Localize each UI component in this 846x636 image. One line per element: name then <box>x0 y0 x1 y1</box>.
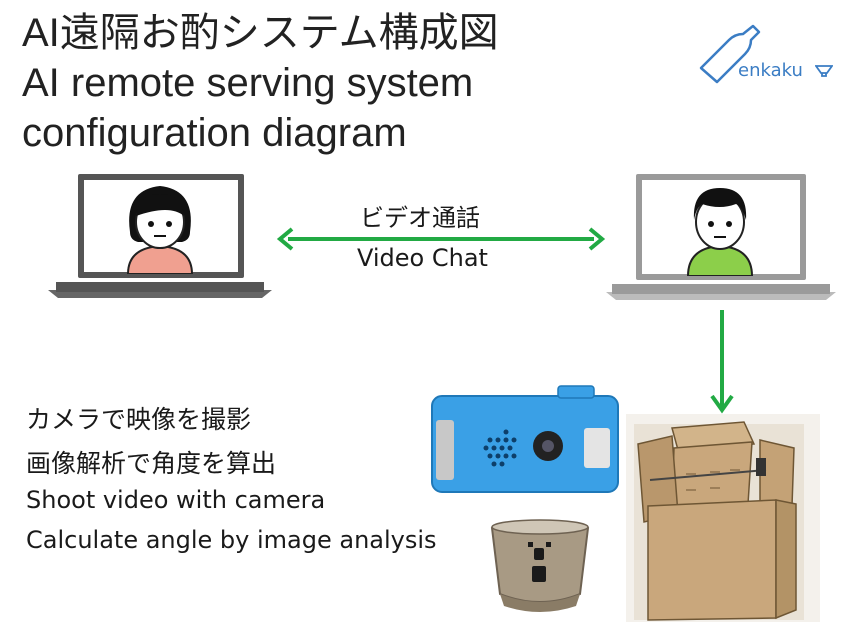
caption-en-line2: Calculate angle by image analysis <box>26 526 437 554</box>
title-english-line2: configuration diagram <box>22 111 407 155</box>
video-chat-label-ja: ビデオ通話 <box>360 204 480 232</box>
title-japanese-text: 遠隔お酌システム構成図 <box>59 10 499 56</box>
caption-ja-line2: 画像解析で角度を算出 <box>26 449 277 478</box>
pouring-device-icon <box>626 414 820 622</box>
sake-cup-icon <box>482 514 598 618</box>
caption-en-line1: Shoot video with camera <box>26 486 326 514</box>
video-chat-arrow <box>276 227 606 251</box>
logo-cup-icon <box>815 65 833 77</box>
m5-camera-icon <box>428 380 624 494</box>
man-avatar-icon <box>686 188 754 276</box>
video-chat-label-en: Video Chat <box>357 244 488 272</box>
caption-ja-line1: カメラで映像を撮影 <box>26 405 252 434</box>
title-ai: AI <box>22 11 60 55</box>
title-japanese: AI遠隔お酌システム構成図 <box>22 8 499 58</box>
sake-bottle-icon <box>699 24 761 84</box>
down-arrow <box>710 310 734 414</box>
page-title: AI遠隔お酌システム構成図 AI remote serving system c… <box>22 8 499 158</box>
woman-avatar-icon <box>126 186 194 274</box>
title-english-line1: AI remote serving system <box>22 61 474 105</box>
logo-text: enkaku <box>738 60 803 81</box>
